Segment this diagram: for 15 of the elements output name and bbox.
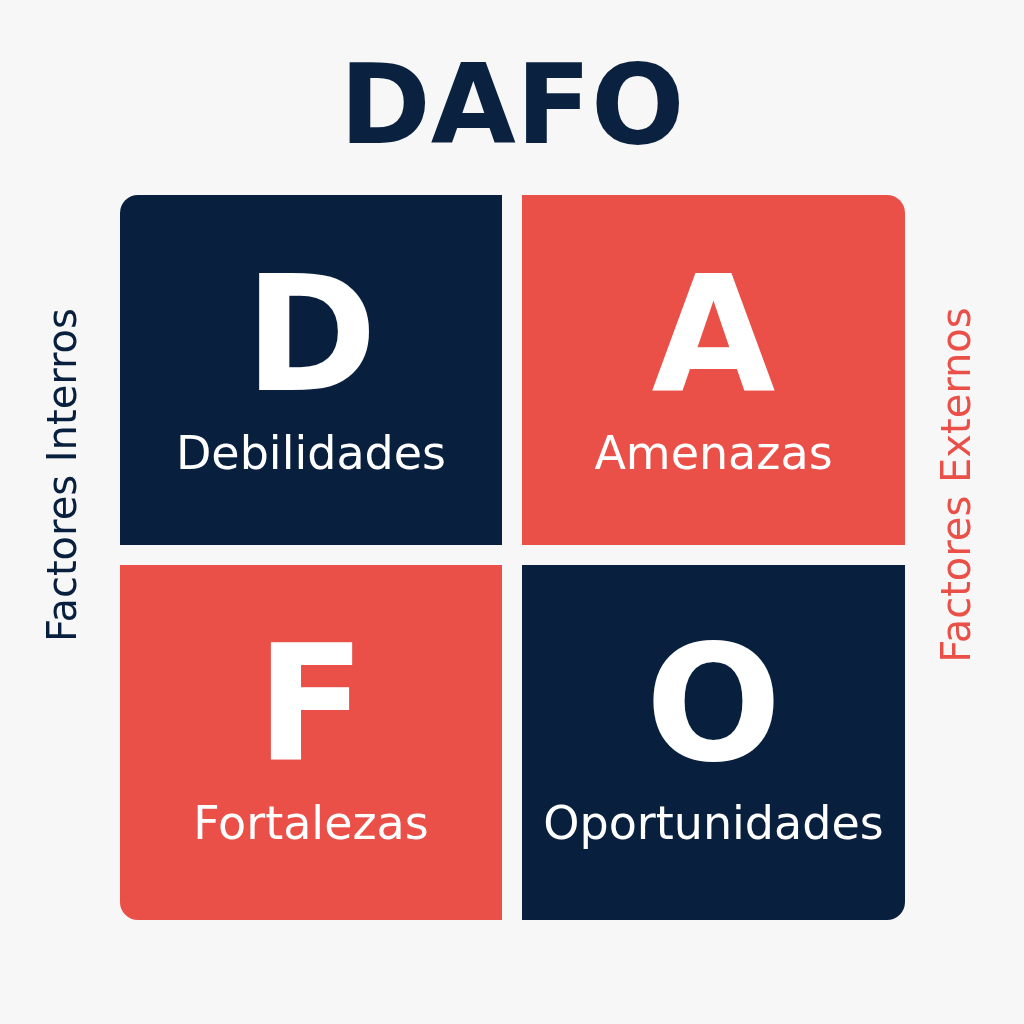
quadrant-panel bbox=[120, 565, 502, 920]
quadrant-letter: A bbox=[650, 245, 777, 425]
quadrant-panel bbox=[120, 195, 502, 545]
quadrant-title: Amenazas bbox=[593, 425, 834, 482]
axis-label: Factores Externos bbox=[931, 307, 980, 663]
quadrant-panel bbox=[522, 565, 905, 920]
quadrant-title: Fortalezas bbox=[192, 795, 430, 852]
quadrant-title: Debilidades bbox=[174, 425, 448, 482]
quadrant-letter: F bbox=[255, 615, 367, 795]
title: DAFO bbox=[338, 40, 686, 170]
axis-label: Factores Interros bbox=[37, 308, 86, 642]
quadrant-title: Oportunidades bbox=[542, 795, 885, 852]
quadrant-letter: O bbox=[644, 615, 783, 795]
quadrant-letter: D bbox=[243, 245, 379, 425]
quadrant-panel bbox=[522, 195, 905, 545]
